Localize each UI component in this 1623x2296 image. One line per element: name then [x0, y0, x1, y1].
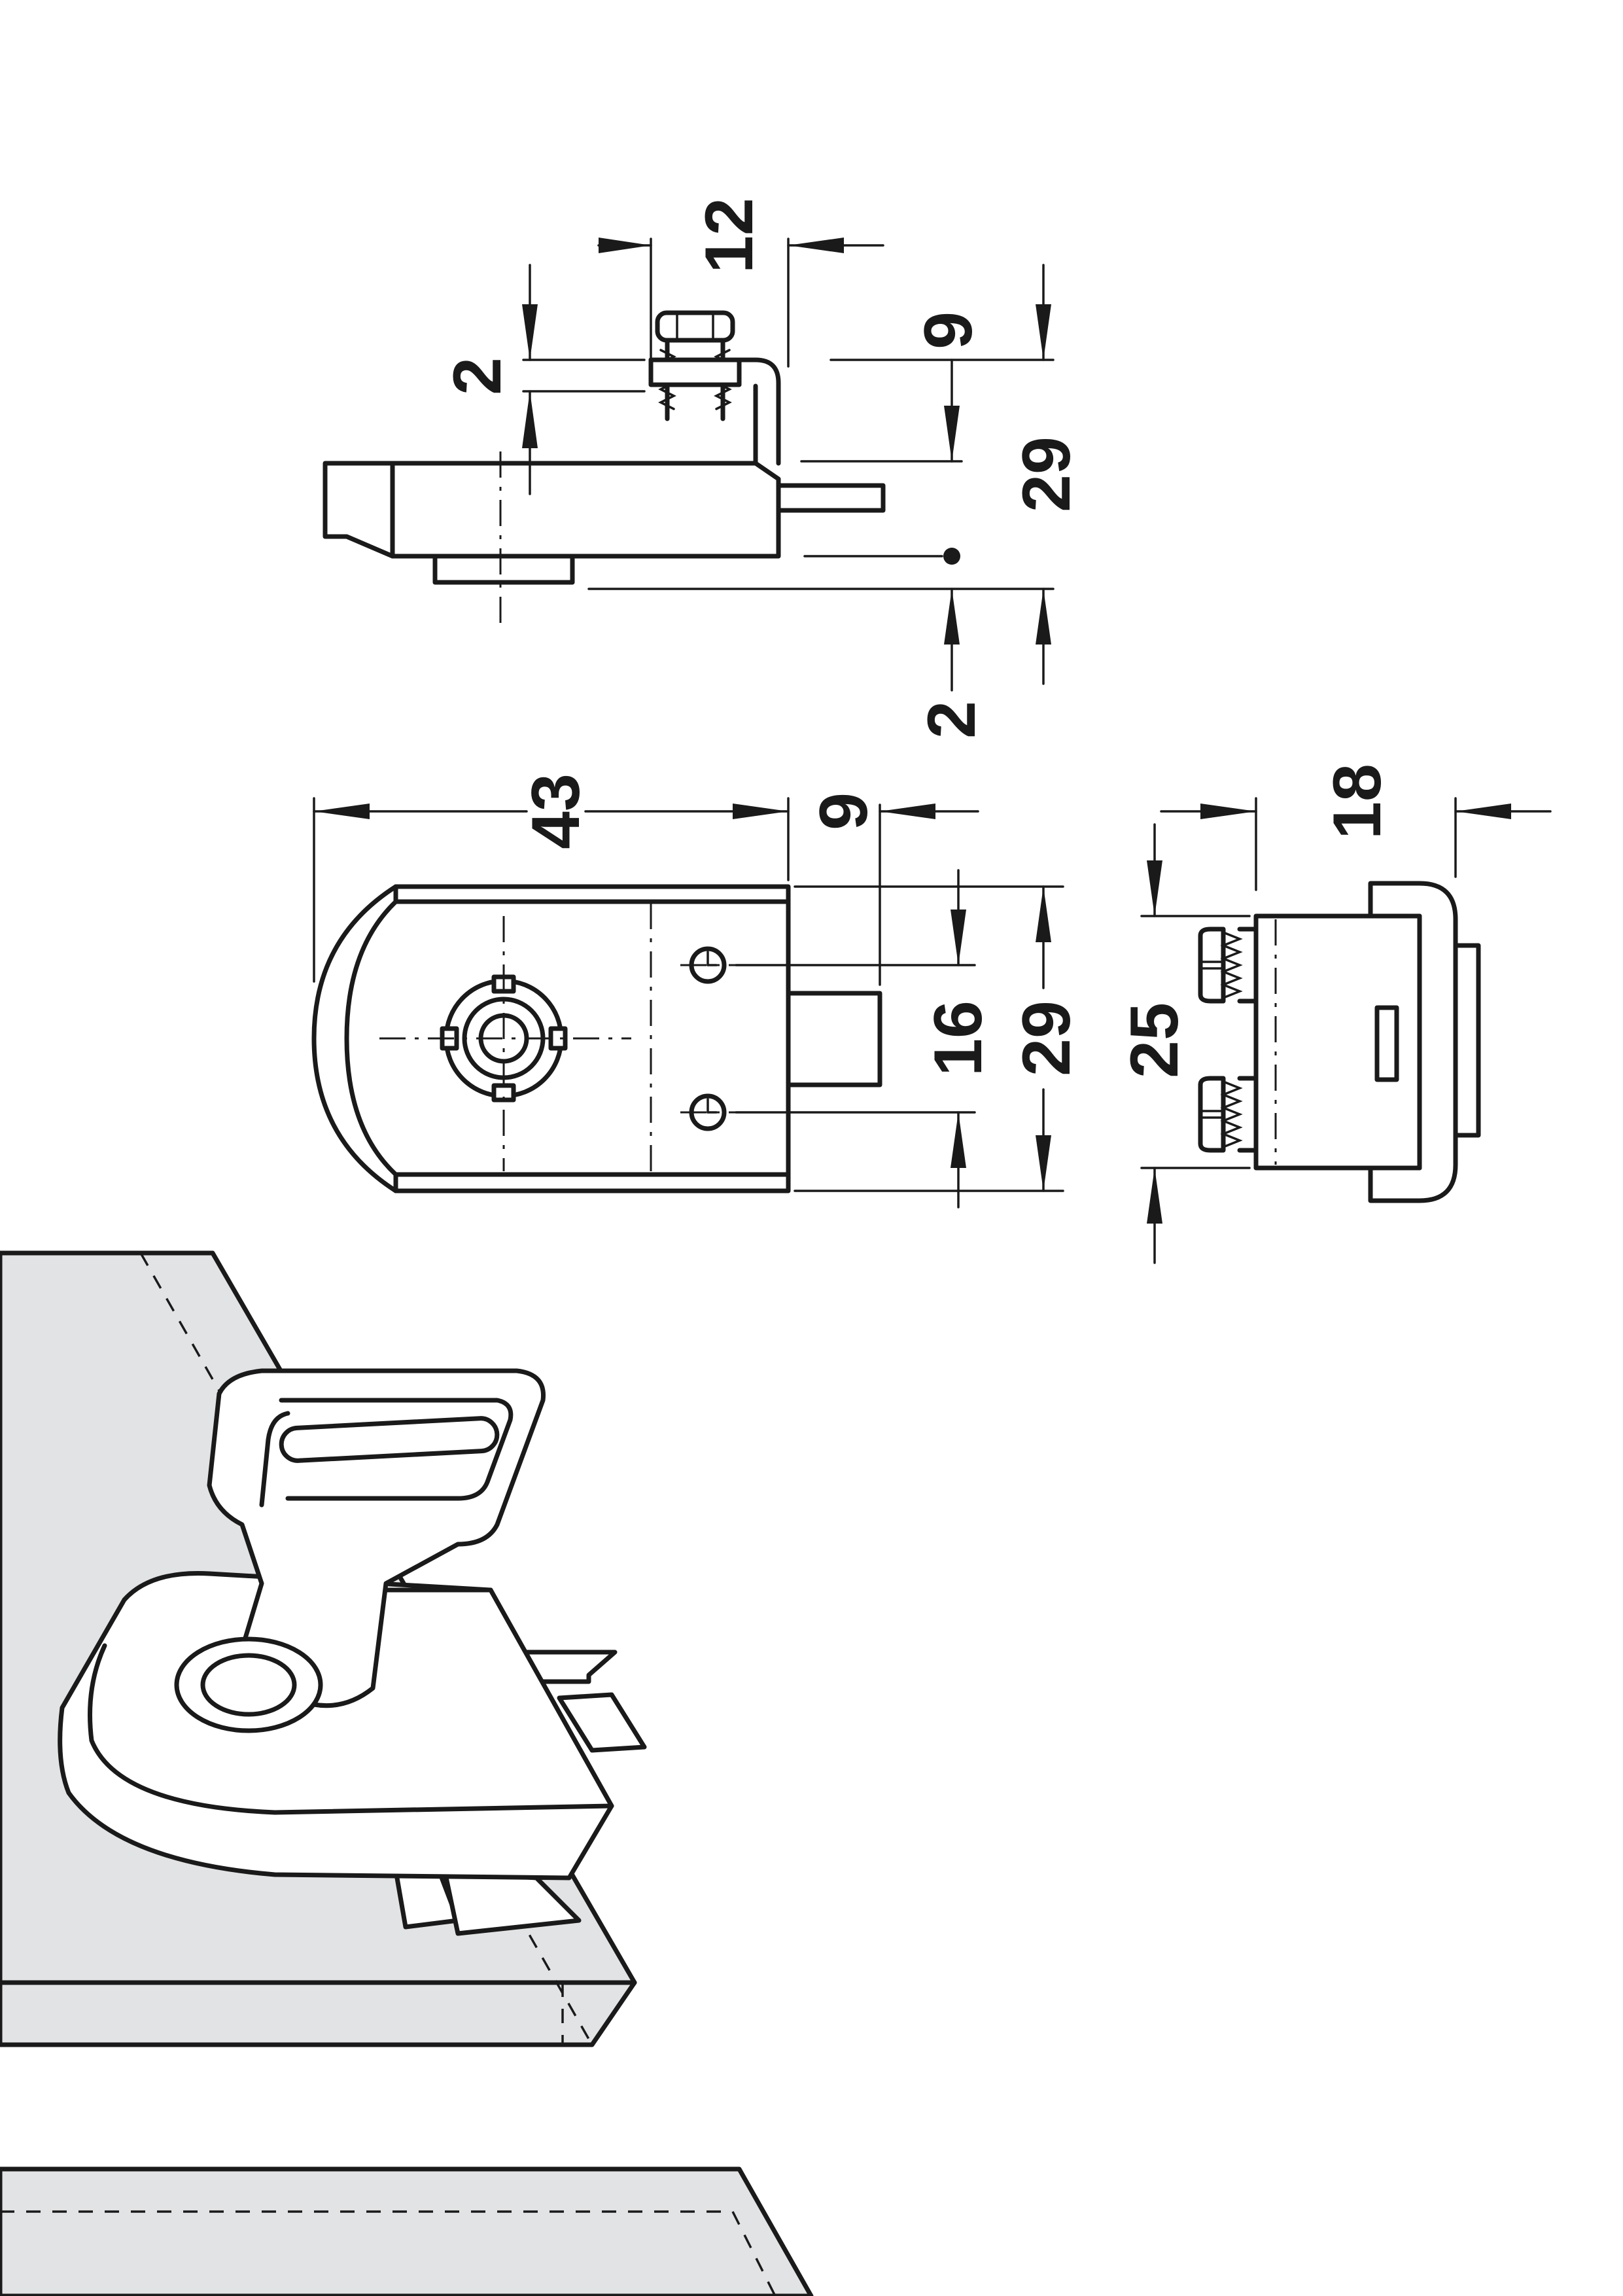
lower-panel: [0, 2166, 814, 2296]
dim-side-9: 9: [911, 311, 986, 349]
dim-front-9: 9: [806, 792, 882, 830]
front-view: 43 9 16 29: [311, 773, 1085, 1209]
side-view: 12 2 9 29 2: [323, 198, 1085, 739]
bolt: [557, 1692, 647, 1753]
dim-side-12: 12: [691, 198, 767, 274]
dim-end-18: 18: [1319, 764, 1395, 839]
front-screw-hole-bottom: [680, 1093, 736, 1131]
side-screw: [648, 310, 742, 421]
end-screw-bottom: [1198, 1076, 1259, 1153]
dim-front-43: 43: [518, 773, 594, 849]
key: [174, 1368, 546, 1733]
end-view: 18 25: [1117, 764, 1552, 1264]
dim-side-2-bottom: 2: [914, 701, 990, 739]
dim-front-16: 16: [920, 1000, 996, 1076]
lock-body: [58, 1571, 614, 1881]
dim-front-29: 29: [1009, 1000, 1085, 1076]
reference-dot: [943, 548, 960, 565]
isometric-view: [0, 1250, 814, 2296]
end-screw-top: [1198, 927, 1259, 1004]
front-screw-hole-top: [680, 946, 736, 984]
dim-side-29: 29: [1009, 436, 1085, 512]
dim-end-25: 25: [1117, 1002, 1193, 1078]
dim-side-2-top: 2: [440, 357, 515, 395]
